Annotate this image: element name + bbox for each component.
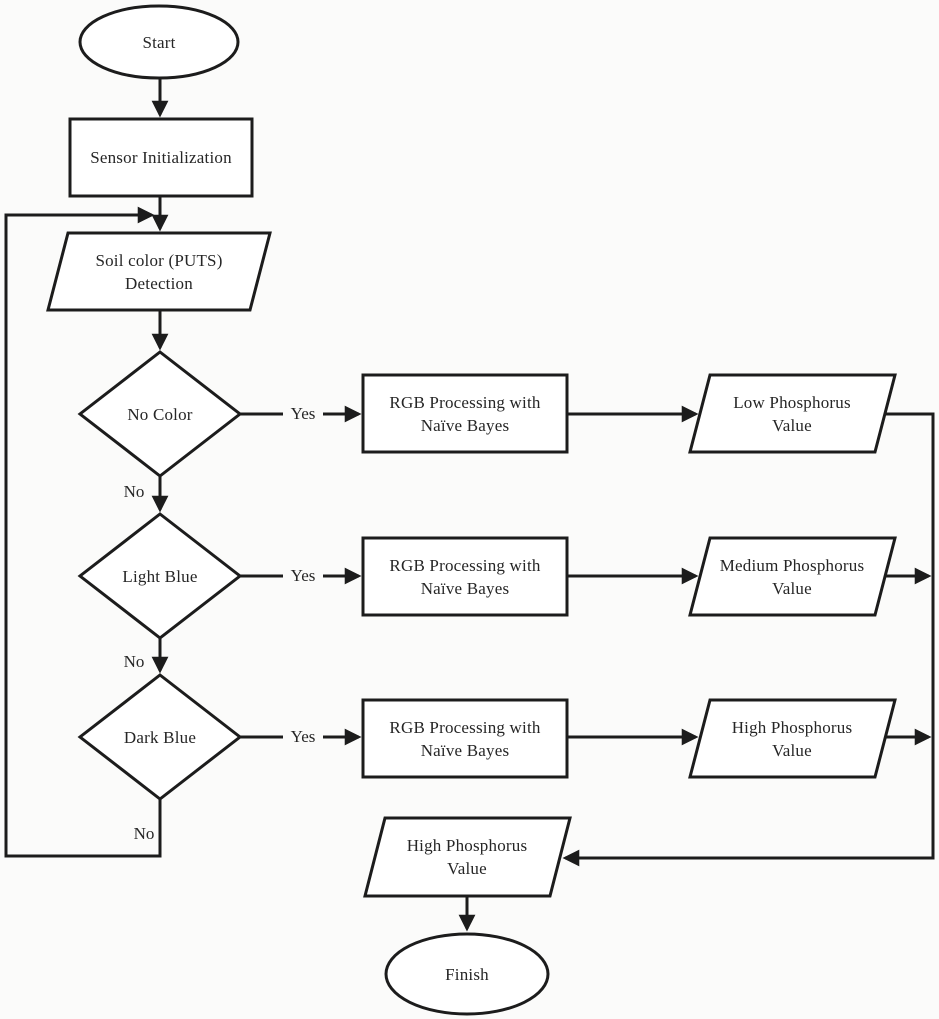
high-phosphorus-parallelogram-shape (688, 698, 897, 779)
high-phosphorus-label: High Phosphorus Value (731, 717, 853, 760)
dark-blue-decision-diamond (77, 673, 243, 801)
edge-label-no-3: No (133, 824, 155, 843)
rgb-processing-3-label: RGB Processing with Naïve Bayes (389, 717, 541, 760)
no-color-label: No Color (127, 404, 193, 424)
edge-label-no-2: No (123, 652, 145, 671)
final-phosphorus-label: High Phosphorus Value (406, 836, 528, 878)
edge-lowphos-down-to-finalphos (562, 412, 935, 867)
low-phosphorus-label: Low Phosphorus Value (733, 392, 851, 435)
light-blue-decision-diamond (77, 512, 243, 640)
soil-detection-parallelogram-shape (46, 231, 272, 312)
edge-label-yes-3: Yes (283, 725, 323, 749)
edge-label-yes-1: Yes (283, 402, 323, 426)
rgb-processing-2-label: RGB Processing with Naïve Bayes (389, 555, 541, 598)
finish-label: Finish (445, 964, 489, 984)
soil-detection-label: Soil color (PUTS) Detection (95, 250, 223, 293)
rgb-processing-3-process-shape (361, 698, 569, 779)
start-label: Start (142, 32, 176, 52)
edge-darkblue-no-loopback (4, 206, 162, 858)
dark-blue-label: Dark Blue (123, 727, 197, 747)
rgb-processing-1-process-shape (361, 373, 569, 454)
low-phosphorus-parallelogram-shape (688, 373, 897, 454)
light-blue-label: Light Blue (122, 566, 198, 586)
medium-phosphorus-label: Medium Phosphorus Value (719, 555, 865, 598)
no-color-decision-diamond (77, 350, 243, 478)
edge-label-yes-2: Yes (283, 564, 323, 588)
finish-terminator-shape (384, 932, 550, 1016)
final-phosphorus-parallelogram-shape (363, 816, 572, 898)
start-terminator-shape (78, 4, 240, 80)
sensor-initialization-label: Sensor Initialization (90, 148, 232, 167)
edge-label-no-1: No (123, 482, 145, 501)
rgb-processing-1-label: RGB Processing with Naïve Bayes (389, 392, 541, 435)
sensor-initialization-process-shape (68, 117, 254, 198)
medium-phosphorus-parallelogram-shape (688, 536, 897, 617)
rgb-processing-2-process-shape (361, 536, 569, 617)
